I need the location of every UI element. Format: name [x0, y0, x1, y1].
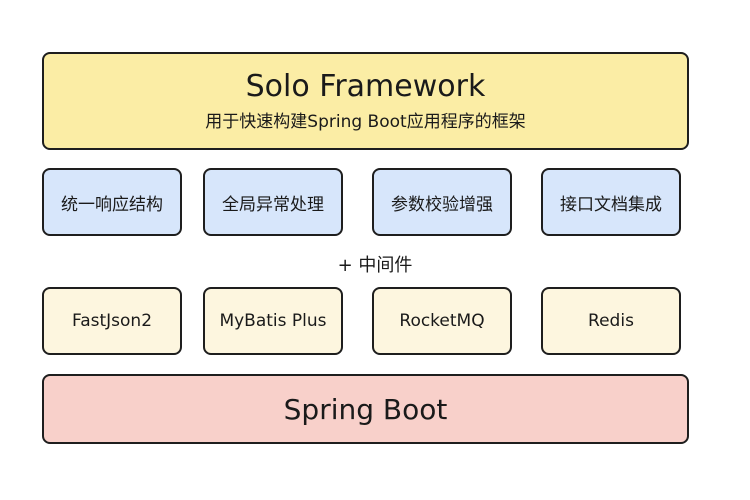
middleware-label: + 中间件 [337, 255, 413, 276]
spring-boot-base-box: Spring Boot [42, 374, 689, 444]
framework-subtitle: 用于快速构建Spring Boot应用程序的框架 [205, 111, 526, 132]
framework-title: Solo Framework [245, 68, 486, 104]
framework-header-box: Solo Framework 用于快速构建Spring Boot应用程序的框架 [42, 52, 689, 150]
spring-boot-label: Spring Boot [283, 392, 448, 426]
feature-box-global-exception: 全局异常处理 [203, 168, 343, 236]
feature-box-api-docs: 接口文档集成 [541, 168, 681, 236]
middleware-box-fastjson2: FastJson2 [42, 287, 182, 355]
feature-box-param-validation: 参数校验增强 [372, 168, 512, 236]
middleware-box-redis: Redis [541, 287, 681, 355]
middleware-box-mybatis-plus: MyBatis Plus [203, 287, 343, 355]
middleware-box-rocketmq: RocketMQ [372, 287, 512, 355]
feature-box-unified-response: 统一响应结构 [42, 168, 182, 236]
middleware-label-row: + 中间件 [0, 254, 750, 278]
